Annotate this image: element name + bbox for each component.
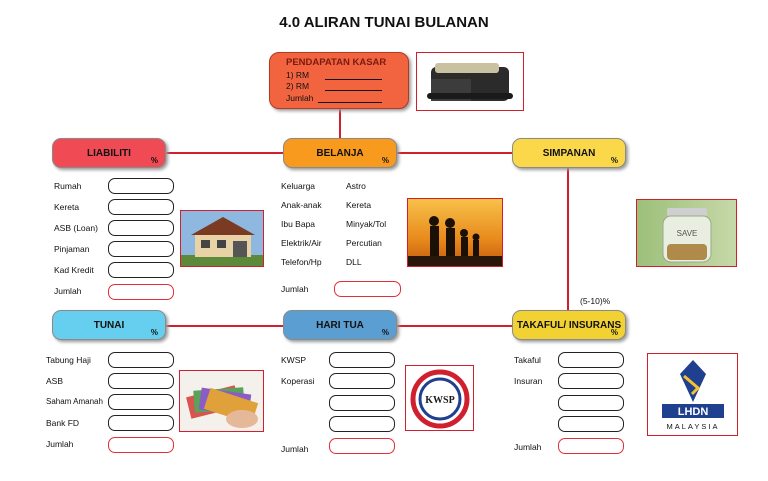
tunai-title: TUNAI [93,319,125,331]
kwsp-logo: KWSP [405,365,474,431]
pendapatan-heading: PENDAPATAN KASAR [286,57,387,68]
hari-tua-header: HARI TUA % [283,310,397,340]
family-silhouette-icon [408,216,502,266]
belanja-total-field[interactable] [334,281,401,297]
house-icon [181,217,263,266]
pendapatan-underline-2 [325,90,382,91]
belanja-item-kereta: Kereta [346,200,372,210]
tunai-saham-amanah-field[interactable] [108,394,174,410]
takaful-header: TAKAFUL/ INSURANS % [512,310,626,340]
pendapatan-underline-3 [318,102,382,103]
hari-tua-percent: % [381,328,389,337]
belanja-item-keluarga: Keluarga [281,181,316,191]
belanja-item-telefon-hp: Telefon/Hp [281,257,322,267]
belanja-item-anak-anak: Anak-anak [281,200,322,210]
liabiliti-percent: % [150,156,158,165]
tunai-total-field[interactable] [108,437,174,453]
takaful-title: TAKAFUL/ INSURANS [516,319,622,331]
takaful-total-label: Jumlah [514,442,542,452]
pendapatan-line-1: 1) RM [286,70,310,80]
kwsp-logo-text: KWSP [425,395,454,406]
hari-tua-koperasi-field[interactable] [329,373,395,389]
takaful-takaful-field[interactable] [558,352,624,368]
lhdn-country: MALAYSIA [667,422,720,431]
tunai-asb-field[interactable] [108,373,174,389]
tunai-item-saham-amanah: Saham Amanah [46,397,103,406]
takaful-item-takaful: Takaful [514,355,541,365]
belanja-item-minyak-tol: Minyak/Tol [346,219,387,229]
simpanan-percent: % [610,156,618,165]
tunai-item-bank-fd: Bank FD [46,418,80,428]
takaful-extra-field-1[interactable] [558,395,624,411]
tunai-item-tabung-haji: Tabung Haji [46,355,91,365]
takaful-total-field[interactable] [558,438,624,454]
liabiliti-total-label: Jumlah [54,286,82,296]
lhdn-abbr: LHDN [678,406,709,418]
hari-tua-title: HARI TUA [316,319,364,331]
liabiliti-kad-kredit-field[interactable] [108,262,174,278]
belanja-item-elektrik-air: Elektrik/Air [281,238,322,248]
liabiliti-item-asb-loan: ASB (Loan) [54,223,98,233]
hari-tua-total-label: Jumlah [281,444,309,454]
takaful-insuran-field[interactable] [558,373,624,389]
tunai-header: TUNAI % [52,310,166,340]
pendapatan-line-2: 2) RM [286,81,310,91]
lhdn-emblem-icon: LHDN MALAYSIA [662,360,724,431]
belanja-item-astro: Astro [346,181,366,191]
kwsp-emblem-icon: KWSP [410,369,470,429]
wallet-icon [427,63,513,101]
belanja-header: BELANJA % [283,138,397,168]
belanja-item-ibu-bapa: Ibu Bapa [281,219,316,229]
tunai-item-asb: ASB [46,376,64,386]
tunai-tabung-haji-field[interactable] [108,352,174,368]
simpanan-header: SIMPANAN % [512,138,626,168]
hari-tua-extra-field-1[interactable] [329,395,395,411]
cash-image [179,370,264,432]
liabiliti-total-field[interactable] [108,284,174,300]
tunai-total-label: Jumlah [46,439,74,449]
tunai-percent: % [150,328,158,337]
liabiliti-title: LIABILITI [87,147,131,159]
hari-tua-item-koperasi: Koperasi [281,376,315,386]
hari-tua-item-kwsp: KWSP [281,355,307,365]
connector-line [567,168,569,310]
jar-label: SAVE [677,229,698,238]
tunai-bank-fd-field[interactable] [108,415,174,431]
liabiliti-rumah-field[interactable] [108,178,174,194]
hari-tua-kwsp-field[interactable] [329,352,395,368]
takaful-range: (5-10)% [580,296,611,306]
liabiliti-pinjaman-field[interactable] [108,241,174,257]
liabiliti-asb-loan-field[interactable] [108,220,174,236]
belanja-item-percutian: Percutian [346,238,382,248]
cash-money-icon [186,385,259,428]
money-jar-icon: SAVE [662,208,712,263]
belanja-percent: % [381,156,389,165]
liabiliti-item-rumah: Rumah [54,181,82,191]
pendapatan-underline-1 [325,79,382,80]
hari-tua-total-field[interactable] [329,438,395,454]
pendapatan-kasar-box: PENDAPATAN KASAR 1) RM 2) RM Jumlah [269,52,409,109]
liabiliti-item-kad-kredit: Kad Kredit [54,265,94,275]
family-image [407,198,503,267]
simpanan-title: SIMPANAN [542,147,596,159]
hari-tua-extra-field-2[interactable] [329,416,395,432]
page-title: 4.0 ALIRAN TUNAI BULANAN [279,14,489,31]
wallet-image [416,52,524,111]
lhdn-logo: LHDN MALAYSIA [647,353,738,436]
liabiliti-item-pinjaman: Pinjaman [54,244,90,254]
liabiliti-header: LIABILITI % [52,138,166,168]
takaful-percent: % [610,328,618,337]
takaful-item-insuran: Insuran [514,376,543,386]
belanja-item-dll: DLL [346,257,362,267]
connector-line [339,109,341,153]
belanja-total-label: Jumlah [281,284,309,294]
liabiliti-item-kereta: Kereta [54,202,80,212]
belanja-title: BELANJA [316,147,364,159]
house-image [180,210,264,267]
takaful-extra-field-2[interactable] [558,416,624,432]
pendapatan-total: Jumlah [286,93,314,103]
savings-jar-image: SAVE [636,199,737,267]
liabiliti-kereta-field[interactable] [108,199,174,215]
